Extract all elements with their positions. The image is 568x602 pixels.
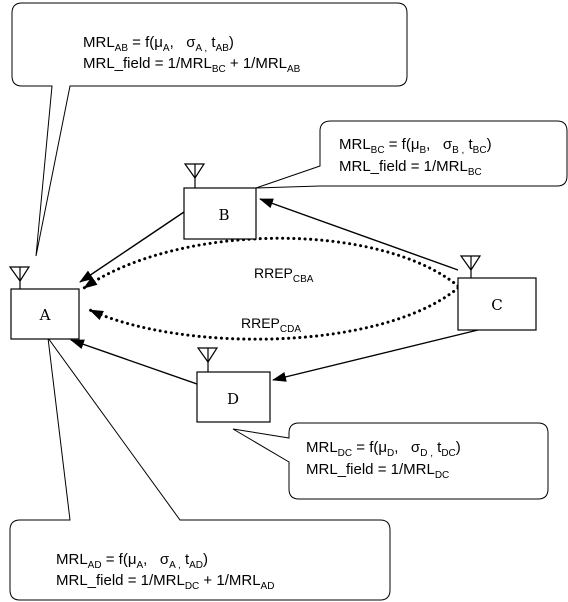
rrep-cda-label: RREPCDA [241,315,301,335]
rrep-cba-label: RREPCBA [254,265,314,285]
rrep-cda-path [88,286,460,341]
callout-dc-line1: MRLDC = f(μD, σD , tDC) [306,439,461,459]
node-a-label: A [39,306,51,324]
antenna-icon [459,255,482,278]
link-b-to-a [79,211,185,283]
callout-ab-line2: MRL_field = 1/MRLBC + 1/MRLAB [83,55,301,75]
link-c-to-b [259,198,459,271]
node-b-label: B [218,206,229,224]
callout-dc-bubble [232,422,549,500]
callout-dc-line2: MRL_field = 1/MRLDC [306,461,449,481]
antenna-icon [8,266,31,289]
callout-bc-line2: MRL_field = 1/MRLBC [339,158,482,178]
node-d-label: D [227,390,239,408]
antenna-icon [196,347,219,372]
callout-ad-line2: MRL_field = 1/MRLDC + 1/MRLAD [56,572,274,592]
callout-ab-bubble [11,2,408,257]
rrep-cba-path [82,236,460,290]
callout-ad-bubble [9,336,391,601]
node-d: D [196,371,271,423]
node-c-label: C [491,296,502,314]
link-c-to-d [272,329,479,382]
callout-bc-bubble [255,120,568,189]
callout-bc-line1: MRLBC = f(μB, σB , tBC) [339,136,492,156]
node-c: C [457,277,537,331]
node-a: A [10,288,80,340]
antenna-icon [183,163,206,188]
link-d-to-a [70,339,198,385]
callout-ab-line1: MRLAB = f(μA, σA , tAB) [83,34,234,54]
callout-ad-line1: MRLAD = f(μA, σA , tAD) [56,551,208,571]
node-b: B [183,187,257,240]
